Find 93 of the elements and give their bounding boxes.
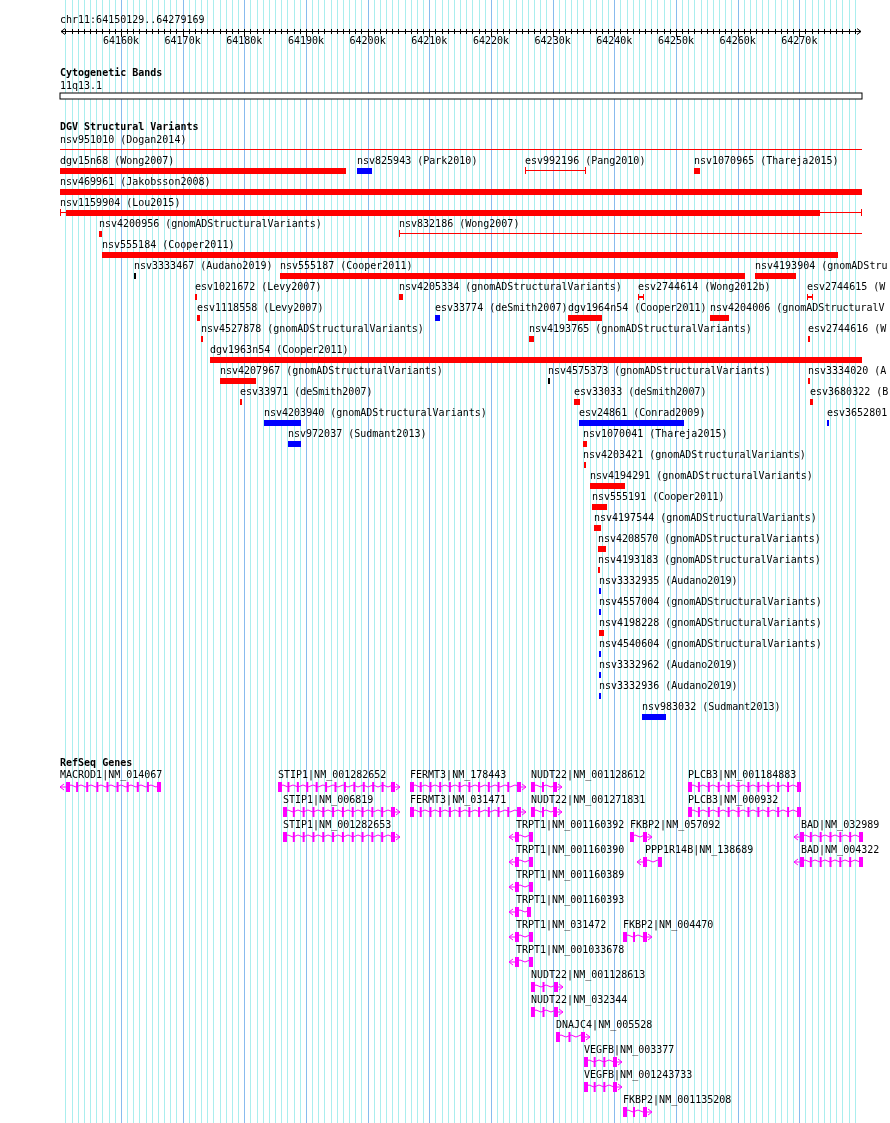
tick-label: 64250k [657, 35, 695, 47]
variant-label: nsv4194291 (gnomADStructuralVariants) [590, 470, 813, 482]
tick-label: 64270k [781, 35, 818, 47]
variant-label: nsv825943 (Park2010) [357, 155, 478, 167]
variant-label: nsv3333467 (Audano2019) [134, 260, 273, 272]
gene-label: STIP1|NM_001282653 [283, 819, 392, 831]
gene-label: VEGFB|NM_003377 [584, 1044, 675, 1056]
variant-label: esv33971 (deSmith2007) [240, 386, 373, 398]
tick-label: 64160k [102, 35, 139, 47]
variant-label: esv3652801 [827, 407, 888, 419]
variant-label: nsv4575373 (gnomADStructuralVariants) [548, 365, 771, 377]
gene-label: VEGFB|NM_001243733 [584, 1069, 693, 1081]
gene-label: TRPT1|NM_001160392 [516, 819, 625, 831]
variant-label: nsv3332962 (Audano2019) [599, 659, 738, 671]
variant-label: esv2744614 (Wong2012b) [638, 281, 771, 293]
band-label: 11q13.1 [60, 80, 103, 92]
variant-label: esv992196 (Pang2010) [525, 155, 646, 167]
variant-label: nsv4540604 (gnomADStructuralVariants) [599, 638, 822, 650]
gene-label: FKBP2|NM_057092 [630, 819, 721, 831]
tick-label: 64260k [719, 35, 756, 47]
variant-label: nsv832186 (Wong2007) [399, 218, 520, 230]
variant-label: nsv4198228 (gnomADStructuralVariants) [599, 617, 822, 629]
variant-label: nsv4193904 (gnomADStru [755, 260, 888, 272]
variant-label: esv1021672 (Levy2007) [195, 281, 322, 293]
gene-label: TRPT1|NM_001160390 [516, 844, 625, 856]
variant-label: nsv3332935 (Audano2019) [599, 575, 738, 587]
variant-label: nsv3332936 (Audano2019) [599, 680, 738, 692]
gene-label: FKBP2|NM_001135208 [623, 1094, 732, 1106]
gene-label: NUDT22|NM_001128612 [531, 769, 646, 781]
gene-label: MACROD1|NM_014067 [60, 769, 163, 781]
gene-label: TRPT1|NM_001160389 [516, 869, 625, 881]
variant-label: nsv4205334 (gnomADStructuralVariants) [399, 281, 622, 293]
variant-label: nsv1159904 (Lou2015) [60, 197, 181, 209]
gene-label: STIP1|NM_006819 [283, 794, 374, 806]
tick-label: 64220k [472, 35, 510, 47]
gene-label: DNAJC4|NM_005528 [556, 1019, 653, 1031]
variant-label: dgv1964n54 (Cooper2011) [568, 302, 707, 314]
tick-label: 64240k [596, 35, 633, 47]
variant-label: nsv4557004 (gnomADStructuralVariants) [599, 596, 822, 608]
gene-label: NUDT22|NM_001271831 [531, 794, 646, 806]
tick-label: 64230k [534, 35, 571, 47]
gene-label: TRPT1|NM_031472 [516, 919, 607, 931]
variant-label: nsv4207967 (gnomADStructuralVariants) [220, 365, 443, 377]
variant-label: esv1118558 (Levy2007) [197, 302, 324, 314]
variant-label: nsv4527878 (gnomADStructuralVariants) [201, 323, 424, 335]
gene-label: FKBP2|NM_004470 [623, 919, 714, 931]
variant-label: nsv1070965 (Thareja2015) [694, 155, 839, 167]
track-title: RefSeq Genes [60, 757, 133, 769]
variant-label: nsv983032 (Sudmant2013) [642, 701, 781, 713]
variant-label: esv2744615 (W [807, 281, 886, 293]
tick-label: 64200k [349, 35, 386, 47]
variant-label: nsv1070041 (Thareja2015) [583, 428, 728, 440]
variant-label: nsv555184 (Cooper2011) [102, 239, 235, 251]
variant-label: nsv951010 (Dogan2014) [60, 134, 187, 146]
variant-label: nsv4204006 (gnomADStructuralV [710, 302, 885, 314]
variant-label: nsv4200956 (gnomADStructuralVariants) [99, 218, 322, 230]
coordinate-label: chr11:64150129..64279169 [60, 14, 205, 26]
variant-label: nsv555187 (Cooper2011) [280, 260, 413, 272]
variant-label: nsv4203940 (gnomADStructuralVariants) [264, 407, 487, 419]
variant-label: nsv4193765 (gnomADStructuralVariants) [529, 323, 752, 335]
gene-label: FERMT3|NM_031471 [410, 794, 507, 806]
gene-label: FERMT3|NM_178443 [410, 769, 507, 781]
gene-label: TRPT1|NM_001160393 [516, 894, 625, 906]
variant-label: dgv1963n54 (Cooper2011) [210, 344, 349, 356]
gene-label: NUDT22|NM_001128613 [531, 969, 646, 981]
gene-label: STIP1|NM_001282652 [278, 769, 387, 781]
variant-label: nsv555191 (Cooper2011) [592, 491, 725, 503]
variant-label: nsv4208570 (gnomADStructuralVariants) [598, 533, 821, 545]
tick-label: 64210k [411, 35, 448, 47]
tick-label: 64180k [226, 35, 263, 47]
variant-label: nsv4197544 (gnomADStructuralVariants) [594, 512, 817, 524]
gene-label: PLCB3|NM_000932 [688, 794, 779, 806]
variant-label: esv33033 (deSmith2007) [574, 386, 707, 398]
variant-label: esv33774 (deSmith2007) [435, 302, 568, 314]
gene-label: NUDT22|NM_032344 [531, 994, 628, 1006]
tick-label: 64170k [164, 35, 201, 47]
gene-label: PLCB3|NM_001184883 [688, 769, 797, 781]
variant-label: nsv3334020 (A [808, 365, 887, 377]
gene-label: PPP1R14B|NM_138689 [645, 844, 754, 856]
track-title: Cytogenetic Bands [60, 67, 163, 79]
track-title: DGV Structural Variants [60, 121, 199, 133]
gene-label: BAD|NM_004322 [801, 844, 880, 856]
gene-label: BAD|NM_032989 [801, 819, 880, 831]
variant-label: esv2744616 (W [808, 323, 887, 335]
gene-label: TRPT1|NM_001033678 [516, 944, 625, 956]
variant-label: nsv972037 (Sudmant2013) [288, 428, 427, 440]
variant-label: esv24861 (Conrad2009) [579, 407, 706, 419]
variant-label: nsv469961 (Jakobsson2008) [60, 176, 211, 188]
variant-label: nsv4193183 (gnomADStructuralVariants) [598, 554, 821, 566]
variant-label: nsv4203421 (gnomADStructuralVariants) [583, 449, 806, 461]
variant-label: dgv15n68 (Wong2007) [60, 155, 175, 167]
variant-label: esv3680322 (B [810, 386, 889, 398]
tick-label: 64190k [287, 35, 324, 47]
